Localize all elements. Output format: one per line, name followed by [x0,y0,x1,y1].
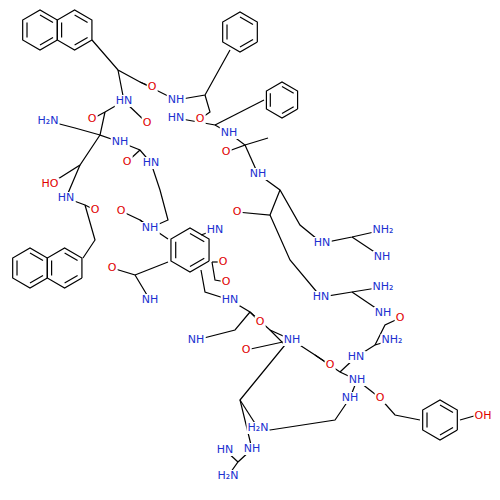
double-bond [51,261,52,276]
bond-line [135,262,168,275]
aromatic-ring [23,10,58,50]
double-bond [75,15,88,23]
bond-line [270,398,350,430]
bond-line [380,398,420,420]
atom-label: O [122,156,133,168]
atom-label: HN [57,192,76,204]
atom-label: O [241,344,252,356]
atom-label: NH [283,334,302,346]
atom-label: NH₂ [372,281,395,293]
atom-label: NH [220,127,239,139]
atom-label: O [142,117,153,129]
atom-label: O [218,256,229,268]
double-bond [226,25,227,40]
double-bond [16,261,17,276]
aromatic-ring [423,400,458,440]
atom-label: HN [206,224,225,236]
bond-line [270,215,383,297]
atom-label: OH [474,410,493,422]
atom-label: NH [141,222,160,234]
atom-label: NH [187,334,206,346]
atom-label: O [116,205,127,217]
atom-label: NH [374,307,393,319]
atom-label: NH₂ [372,224,395,236]
double-bond [190,258,204,266]
double-bond [40,15,53,23]
atom-label: HN [167,112,186,124]
bond-line [150,163,168,228]
atom-label: H₂N [247,422,270,434]
double-bond [30,276,43,284]
atom-label: O [90,204,101,216]
atom-label: NH₂ [381,334,404,346]
double-bond [30,253,43,261]
double-bond [440,405,453,413]
atom-label: HN [313,237,332,249]
atom-label: O [375,392,386,404]
atom-label: NH [111,136,130,148]
double-bond [282,107,294,114]
double-bond [40,38,53,46]
atom-label: HO [41,178,60,190]
double-bond [65,253,78,261]
atom-label: NH [243,443,262,455]
atom-label: O [325,359,336,371]
atom-label: HN [142,157,161,169]
double-bond [440,428,453,436]
atom-label: NH [249,168,268,180]
double-bond [240,17,253,25]
atom-label: O [107,262,118,274]
double-bond [282,87,294,94]
atom-label: NH [373,251,392,263]
atom-label: NH [141,294,160,306]
atom-label: HN [216,444,235,456]
aromatic-ring [57,10,92,50]
bond-line [140,220,168,239]
atom-label: NH [348,374,367,386]
double-bond [270,93,271,107]
atom-label: H₂N [217,470,240,482]
atom-label: O [221,146,232,158]
atom-label: O [232,206,243,218]
double-bond [175,242,176,259]
double-bond [26,23,27,38]
bond-line [460,416,474,420]
atom-label: O [255,316,266,328]
atom-label: NH [341,392,360,404]
atom-label: NH [167,94,186,106]
atom-label: H₂N [37,115,60,127]
aromatic-ring [47,248,82,288]
bond-line [245,138,268,145]
bond-line [215,100,264,125]
atom-label: O [221,276,232,288]
double-bond [240,40,253,48]
atom-label: HN [221,294,240,306]
atom-label: HN [115,95,134,107]
atom-label: O [195,113,206,125]
double-bond [75,38,88,46]
double-bond [65,276,78,284]
aromatic-ring [223,12,258,52]
double-bond [61,23,62,38]
bond-line [240,330,285,449]
bond-line [237,190,280,215]
double-bond [426,413,427,428]
aromatic-ring [266,82,297,118]
bond-line [176,50,230,100]
atom-label: O [395,312,406,324]
atom-label: O [87,113,98,125]
aromatic-ring [13,248,48,288]
atom-label: HN [347,351,366,363]
atom-label: HN [312,291,331,303]
atom-label: O [147,81,158,93]
bond-line [258,174,383,243]
bond-line [92,40,152,87]
